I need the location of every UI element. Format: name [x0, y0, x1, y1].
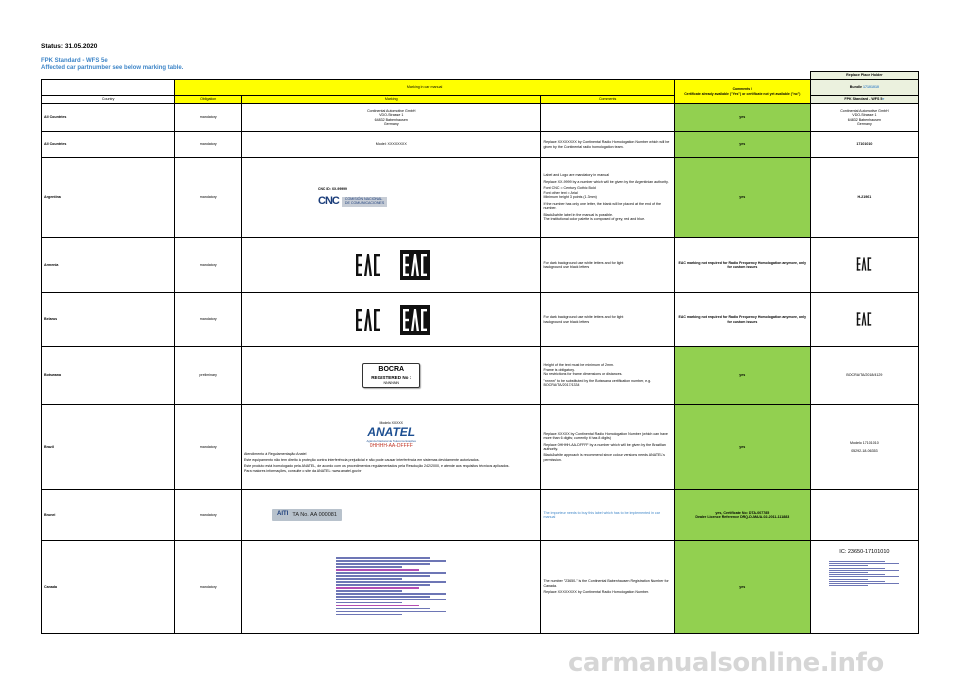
bocra-label: BOCRA REGISTERED No : NNNNNN: [362, 363, 421, 388]
col-comments: Comments: [540, 95, 675, 104]
col-country: Country: [40, 95, 176, 104]
table-row: All Countries mandatory Continental Auto…: [40, 103, 920, 132]
table-row: Botswana preliminary BOCRA REGISTERED No…: [40, 346, 920, 405]
aiti-label: AITI TA No. AA 000081: [272, 509, 342, 521]
marking-table: Replace Place Holder Marking in car manu…: [40, 71, 920, 634]
subtitle-note: Affected car partnumber see below markin…: [41, 65, 184, 71]
status-date: Status: 31.05.2020: [41, 43, 98, 50]
canada-statement-image: [336, 556, 447, 617]
table-row: Brazil mandatory Modelo XXXXX ANATEL Agê…: [40, 404, 920, 490]
fpk-standard-header: FPK Standard - WFS 5e: [809, 95, 920, 104]
cnc-logo: CNC COMISIÓN NACIONAL DE COMUNICACIONES: [318, 195, 388, 209]
table-row: All Countries mandatory Model: XXXXXXXX …: [40, 131, 920, 158]
anatel-logo: Modelo XXXXX ANATEL Agência Nacional de …: [366, 420, 416, 450]
watermark: carmanualsonline.info: [568, 648, 884, 678]
table-row: Argentina mandatory CNC ID: XX-99999 CNC…: [40, 157, 920, 238]
comments-cert-header: Comments / Certificate already available…: [673, 79, 811, 104]
eac-logo-small: [857, 257, 872, 271]
eac-logo-light: [353, 250, 383, 280]
col-marking: Marking: [241, 95, 542, 104]
replace-placeholder-header: Replace Place Holder: [809, 71, 920, 80]
eac-logo-light: [353, 305, 383, 335]
table-row: Canada mandatory The number "23650-" is …: [40, 540, 920, 634]
eac-logo-dark: [399, 250, 430, 280]
eac-logo-small: [857, 312, 872, 326]
table-row: Belarus mandatory For dark background us…: [40, 292, 920, 347]
canada-statement-small-image: [829, 560, 900, 587]
bundle-header: Bundle 17101010: [809, 79, 920, 96]
marking-in-manual-header: Marking in car manual: [174, 79, 675, 96]
cnc-id-label: CNC ID: XX-99999: [318, 186, 347, 191]
table-row: Brunei mandatory AITI TA No. AA 000081 T…: [40, 489, 920, 541]
col-obligation: Obligation: [174, 95, 243, 104]
subtitle-standard: FPK Standard - WFS 5e: [41, 58, 108, 64]
table-row: Armenia mandatory For dark background us…: [40, 237, 920, 293]
eac-logo-dark: [399, 304, 430, 335]
